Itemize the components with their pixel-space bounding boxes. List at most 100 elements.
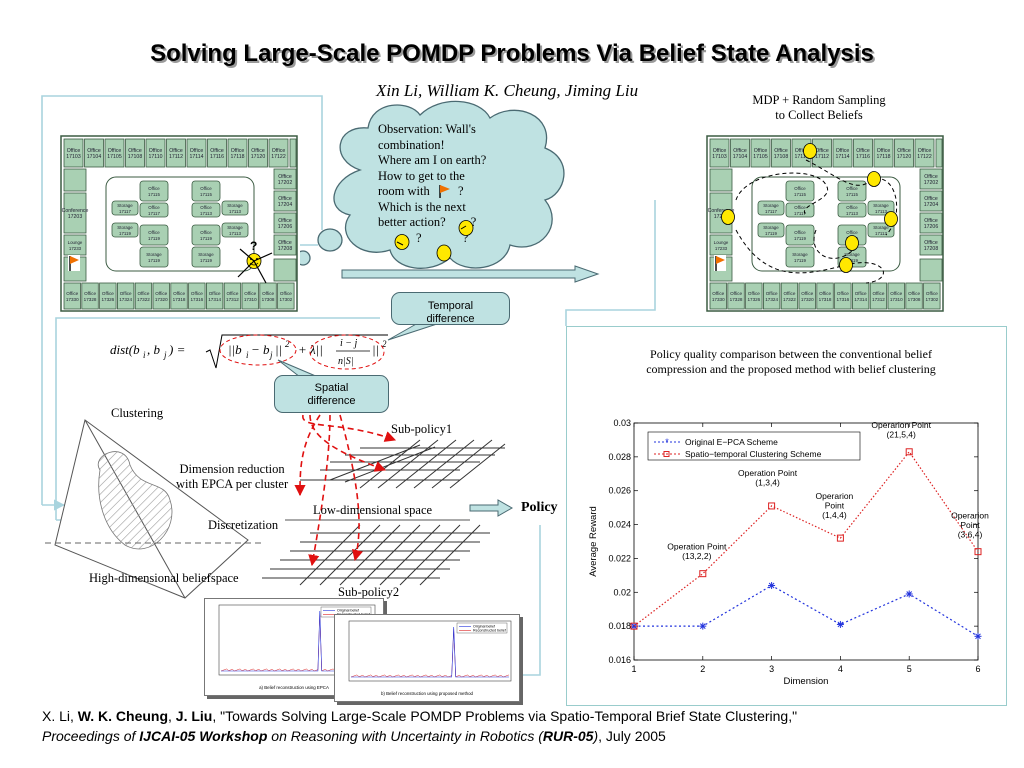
room-label-line: Office	[837, 291, 849, 296]
dimension-reduction-line: Dimension reduction	[179, 462, 285, 476]
callout-line: difference	[307, 395, 356, 407]
room-label-line: 17312	[872, 297, 885, 302]
room	[709, 138, 730, 168]
room-label-line: 17328	[730, 297, 743, 302]
room	[186, 138, 207, 168]
room-label-line: Storage	[227, 203, 243, 208]
svg-text:j: j	[163, 350, 167, 360]
room	[248, 138, 268, 168]
question-mark: ?	[250, 239, 257, 253]
room-label-line: 17105	[753, 154, 768, 160]
room-label-line: Office	[815, 148, 829, 154]
svg-text:||: ||	[275, 342, 282, 357]
room-label-line: Storage	[146, 252, 162, 257]
sensor-arrow	[237, 260, 255, 278]
legend-marker	[663, 451, 670, 457]
room	[191, 180, 221, 202]
room	[188, 282, 206, 310]
face-icon	[845, 235, 859, 251]
svg-text:n|S|: n|S|	[338, 356, 354, 367]
star-stroke	[975, 633, 981, 640]
room	[780, 282, 799, 310]
y-tick-label: 0.022	[608, 553, 631, 563]
room	[757, 222, 785, 238]
room	[191, 224, 221, 246]
room-label-line: 17112	[815, 154, 829, 160]
cloud-text: ?	[470, 215, 477, 229]
room-label-line: 17120	[897, 154, 912, 160]
room	[727, 282, 745, 310]
authors: Xin Li, William K. Cheung, Jiming Liu	[376, 81, 639, 100]
room	[99, 282, 117, 310]
room-label-line: Office	[120, 291, 132, 296]
room-label-line: Office	[801, 291, 813, 296]
reference-text: X. Li,	[42, 708, 78, 724]
room	[111, 200, 139, 216]
room-label-line: Office	[148, 205, 160, 210]
low-dim-label: Low-dimensional space	[313, 503, 433, 517]
room	[785, 180, 815, 202]
room-label-line: Storage	[763, 225, 779, 230]
room-label-line: Office	[819, 291, 831, 296]
thumb-caption: a) Belief reconstruction using EPCA	[259, 685, 329, 690]
room	[785, 224, 815, 246]
room-label-line: 17202	[924, 180, 939, 186]
room-label-line: 17312	[226, 297, 239, 302]
room-label-line: 17105	[107, 154, 122, 160]
room-label-line: 17117	[765, 209, 777, 214]
room	[63, 168, 87, 192]
room	[785, 246, 815, 268]
room-label-line: 17233	[715, 246, 728, 251]
flag-icon	[437, 184, 451, 198]
room-label-line: 17308	[262, 297, 275, 302]
annotation-line: Point	[825, 501, 845, 511]
room	[919, 190, 943, 212]
room-label-line: Office	[128, 148, 142, 154]
room-label-line: Office	[924, 218, 938, 224]
room-label-line: 17113	[846, 211, 858, 216]
data-point	[836, 620, 844, 628]
data-point	[699, 622, 707, 630]
face-icon	[721, 209, 735, 225]
room-label-line: 17320	[801, 297, 814, 302]
room	[223, 282, 242, 310]
reference-text: )	[593, 728, 599, 744]
cloud-line: How to get to the	[378, 168, 465, 183]
room	[205, 282, 224, 310]
room	[894, 138, 914, 168]
room-label-line: 17302	[279, 297, 292, 302]
room	[709, 282, 727, 310]
room-label-line: 17119	[200, 258, 212, 263]
room	[111, 222, 139, 238]
room-label-line: Office	[846, 186, 858, 191]
room-label-line: Office	[794, 205, 806, 210]
belief-path	[813, 229, 857, 259]
room	[277, 282, 295, 310]
room-label-line: Storage	[763, 203, 779, 208]
room-label-line: Office	[712, 291, 724, 296]
room	[152, 282, 170, 310]
cloud-text: ?	[462, 230, 469, 245]
room-label-line: Office	[200, 186, 212, 191]
room-label-line: 17119	[119, 231, 131, 236]
room	[145, 138, 166, 168]
confused-face-icon	[394, 234, 410, 250]
room-label-line: Office	[87, 148, 101, 154]
room-label-line: Office	[251, 148, 265, 154]
